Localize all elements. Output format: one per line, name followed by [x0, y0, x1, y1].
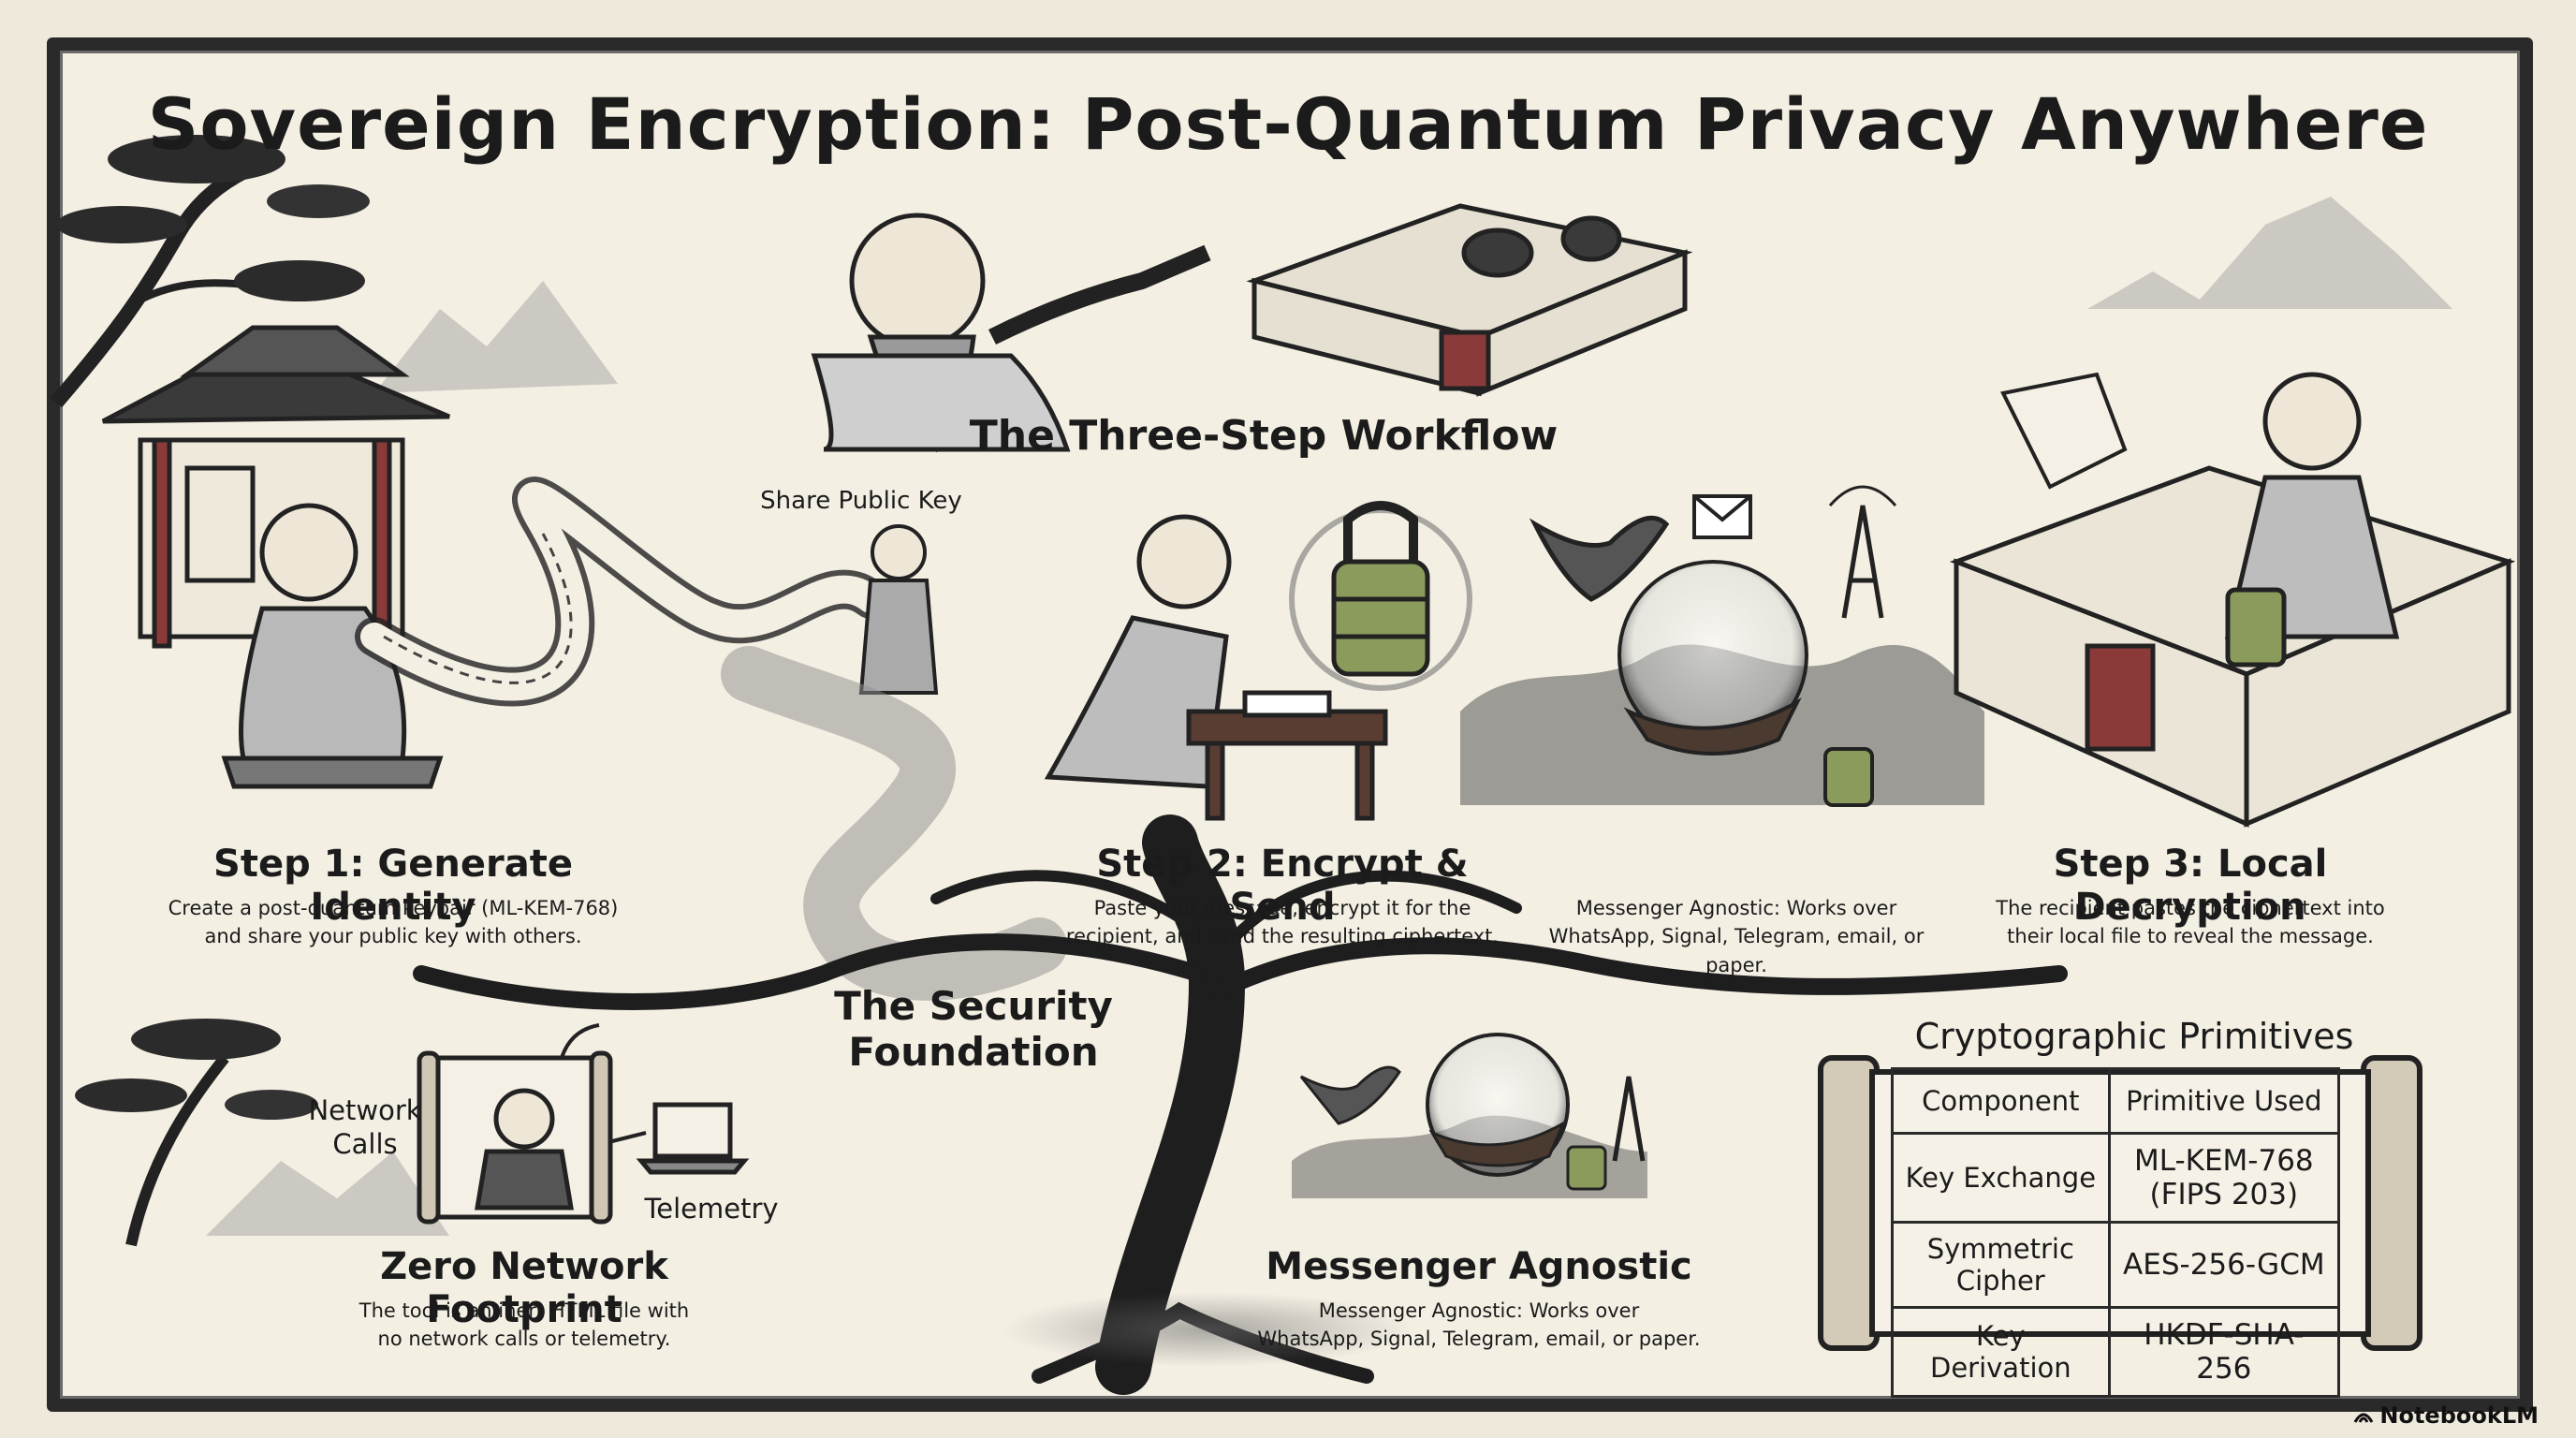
transit-note: Messenger Agnostic: Works over WhatsApp,…	[1516, 894, 1956, 979]
workflow-heading: The Three-Step Workflow	[969, 412, 1559, 460]
transit-note-line2: WhatsApp, Signal, Telegram, email, or pa…	[1548, 925, 1925, 976]
foundation-heading: The Security Foundation	[834, 983, 1113, 1075]
step3-line1: The recipient pastes the ciphertext into	[1996, 897, 2385, 919]
network-label-line2: Calls	[332, 1128, 398, 1161]
step2-line2: recipient, and send the resulting cipher…	[1065, 925, 1500, 948]
zero-network-title: Zero Network Footprint	[380, 1245, 668, 1331]
scholar-figure-step2	[1044, 514, 1388, 821]
sage-pointing-top	[811, 213, 1211, 453]
network-calls-label: Network Calls	[290, 1093, 440, 1162]
step3-title: Step 3: Local Decryption	[2053, 843, 2328, 929]
header-primitive: Primitive Used	[2107, 1067, 2341, 1135]
carrier-bird	[1529, 515, 1670, 602]
step1-line1: Create a post-quantum keypair (ML-KEM-76…	[168, 897, 619, 919]
step1-title: Step 1: Generate Identity	[213, 843, 573, 929]
primitives-table-wrapper: Component Primitive Used Key Exchange ML…	[1816, 1049, 2415, 1398]
boat-small	[1428, 1120, 1567, 1167]
recipient-figure-step3	[2224, 372, 2400, 668]
pavilion-step1	[101, 325, 450, 649]
table-row: Key Derivation HKDF-SHA-256	[1891, 1306, 2341, 1398]
primitives-table: Component Primitive Used Key Exchange ML…	[1891, 1067, 2341, 1398]
laptop-icon	[636, 1102, 750, 1175]
table-row: Key Exchange ML-KEM-768 (FIPS 203)	[1891, 1132, 2341, 1224]
page-title: Sovereign Encryption: Post-Quantum Priva…	[147, 82, 2429, 166]
messenger-line1: Messenger Agnostic: Works over	[1318, 1299, 1640, 1322]
radio-tower-small	[1612, 1076, 1646, 1162]
messenger-agnostic-description: Messenger Agnostic: Works over WhatsApp,…	[1254, 1297, 1704, 1354]
component-cell: Key Derivation	[1891, 1306, 2111, 1398]
primitive-cell: HKDF-SHA-256	[2107, 1306, 2341, 1398]
brand-label: NotebookLM	[2379, 1402, 2539, 1429]
step2-description: Paste your message, encrypt it for the r…	[1030, 894, 1535, 951]
wooden-bucket-small	[1566, 1145, 1607, 1191]
component-cell: Key Exchange	[1891, 1132, 2111, 1224]
notebooklm-logo-icon	[2354, 1413, 2374, 1423]
distant-mountains	[206, 197, 2452, 1236]
arrow-out	[560, 1023, 600, 1059]
primitives-header-row: Component Primitive Used	[1891, 1067, 2341, 1135]
zero-network-line2: no network calls or telemetry.	[377, 1328, 671, 1351]
pine-tree-top-left	[50, 135, 370, 408]
messenger-agnostic-title: Messenger Agnostic	[1266, 1245, 1692, 1288]
envelope-icon	[1692, 494, 1752, 539]
padlock-step2	[1289, 501, 1472, 691]
arrow-to-laptop	[607, 1131, 647, 1144]
child-figure	[858, 524, 939, 695]
carrier-bird-small	[1299, 1065, 1401, 1125]
winding-river	[721, 646, 1067, 1001]
primitives-title: Cryptographic Primitives	[1914, 1016, 2354, 1057]
step2-line1: Paste your message, encrypt it for the	[1093, 897, 1471, 919]
header-component: Component	[1891, 1067, 2111, 1135]
boat-bubble	[1617, 560, 1808, 756]
brand-watermark: NotebookLM	[2353, 1402, 2539, 1429]
transit-note-line1: Messenger Agnostic: Works over	[1575, 897, 1897, 919]
step1-line2: and share your public key with others.	[204, 925, 582, 948]
parchment-scroll	[2000, 372, 2128, 490]
messenger-line2: WhatsApp, Signal, Telegram, email, or pa…	[1257, 1328, 1701, 1351]
primitive-cell: AES-256-GCM	[2107, 1221, 2341, 1309]
zero-network-line1: The tool is an inert HTML file with	[359, 1299, 690, 1322]
step2-title: Step 2: Encrypt & Send	[1096, 843, 1469, 929]
wooden-bucket	[1823, 747, 1874, 807]
component-cell: Symmetric Cipher	[1891, 1221, 2111, 1309]
step1-description: Create a post-quantum keypair (ML-KEM-76…	[131, 894, 655, 951]
primitive-cell: ML-KEM-768 (FIPS 203)	[2107, 1132, 2341, 1224]
table-row: Symmetric Cipher AES-256-GCM	[1891, 1221, 2341, 1309]
share-public-key-label: Share Public Key	[760, 487, 962, 515]
telemetry-label: Telemetry	[644, 1193, 779, 1225]
walled-garden	[1246, 203, 1693, 397]
courtyard-step3	[1949, 465, 2516, 828]
zero-network-description: The tool is an inert HTML file with no n…	[300, 1297, 749, 1354]
step3-line2: their local file to reveal the message.	[2007, 925, 2374, 948]
pine-tree-bottom-left	[75, 1019, 318, 1247]
step3-description: The recipient pastes the ciphertext into…	[1947, 894, 2434, 951]
radio-tower	[1828, 485, 1897, 619]
portrait-scroll	[417, 1050, 613, 1225]
network-label-line1: Network	[308, 1094, 422, 1126]
